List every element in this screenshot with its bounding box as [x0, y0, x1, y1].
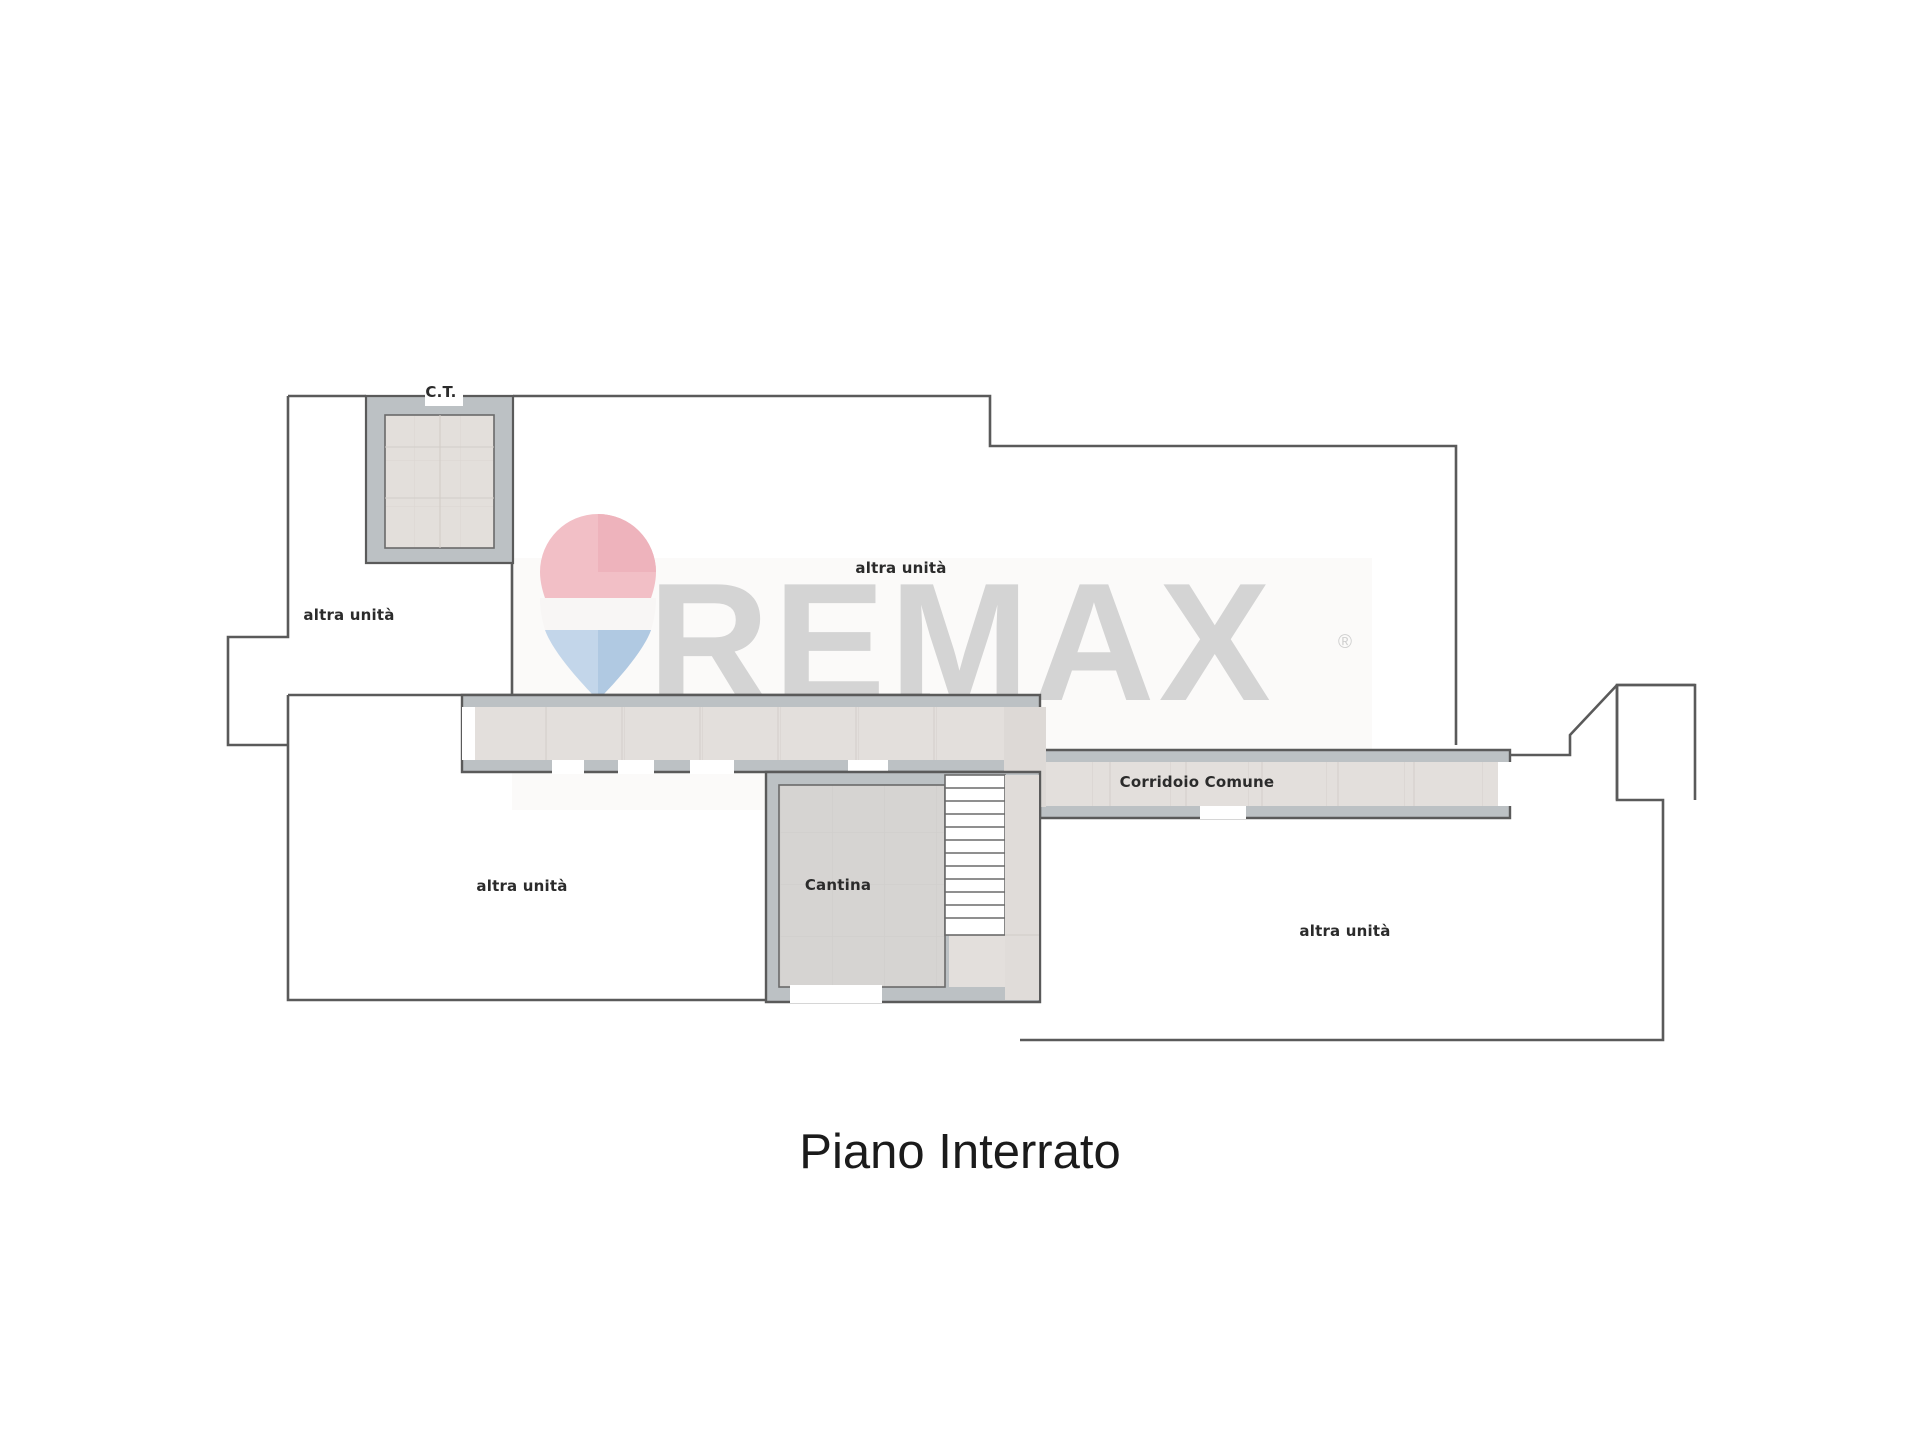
corridor-left-opening	[462, 707, 475, 760]
corridor-door-openings	[552, 760, 1512, 819]
staircase	[944, 774, 1006, 936]
room-corridoio-comune: Corridoio Comune	[460, 693, 1512, 820]
room-label-altra-unita-top-left: altra unità	[303, 606, 394, 624]
room-label-ct: C.T.	[425, 383, 456, 401]
remax-balloon-icon	[540, 514, 656, 700]
other-unit-labels: altra unità altra unità altra unità altr…	[303, 559, 1390, 940]
corridor-tile-joints-right	[1109, 762, 1415, 806]
cantina-door-opening	[790, 985, 882, 1003]
room-ct: C.T.	[364, 383, 515, 565]
room-label-corridoio: Corridoio Comune	[1120, 773, 1275, 791]
room-label-altra-unita-bottom-right: altra unità	[1299, 922, 1390, 940]
room-label-altra-unita-bottom-left: altra unità	[476, 877, 567, 895]
room-label-altra-unita-top-center: altra unità	[855, 559, 946, 577]
stair-landing-floor	[1005, 775, 1039, 1000]
room-label-cantina: Cantina	[805, 876, 871, 894]
registered-mark-icon: ®	[1338, 632, 1352, 653]
corridor-tile-joints-left	[545, 707, 935, 760]
ct-tile-joints	[385, 415, 494, 548]
page-title: Piano Interrato	[799, 1125, 1121, 1179]
